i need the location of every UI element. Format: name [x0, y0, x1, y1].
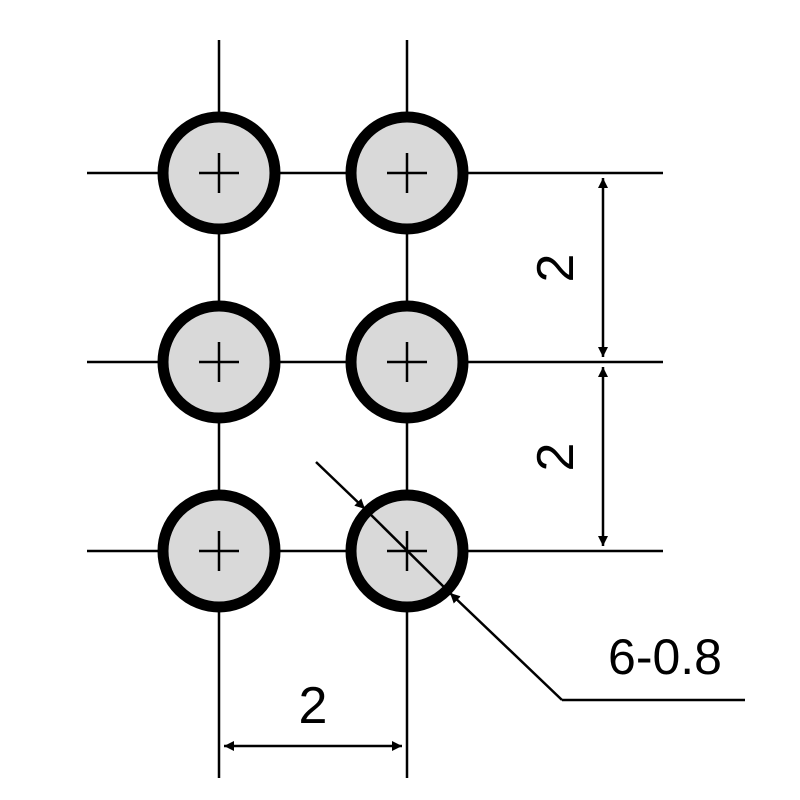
- hole-r2-c2: [345, 300, 469, 424]
- column-pitch-dimension: 2: [224, 677, 402, 751]
- row-pitch-dimension-2: 2: [527, 367, 608, 546]
- row-pitch-label-2: 2: [527, 443, 585, 472]
- callout-leader: [449, 592, 563, 701]
- hole-diameter-callout: 6-0.8: [315, 461, 745, 702]
- hole-callout-label: 6-0.8: [608, 629, 722, 685]
- hole-r1-c1: [157, 111, 281, 235]
- hole-r3-c1: [157, 489, 281, 613]
- column-pitch-label: 2: [299, 677, 328, 735]
- row-pitch-dimension-1: 2: [527, 178, 608, 357]
- callout-diameter-line: [364, 508, 451, 594]
- row-pitch-label-1: 2: [527, 254, 585, 283]
- callout-tail-top: [315, 461, 366, 510]
- hole-r2-c1: [157, 300, 281, 424]
- hole-r1-c2: [345, 111, 469, 235]
